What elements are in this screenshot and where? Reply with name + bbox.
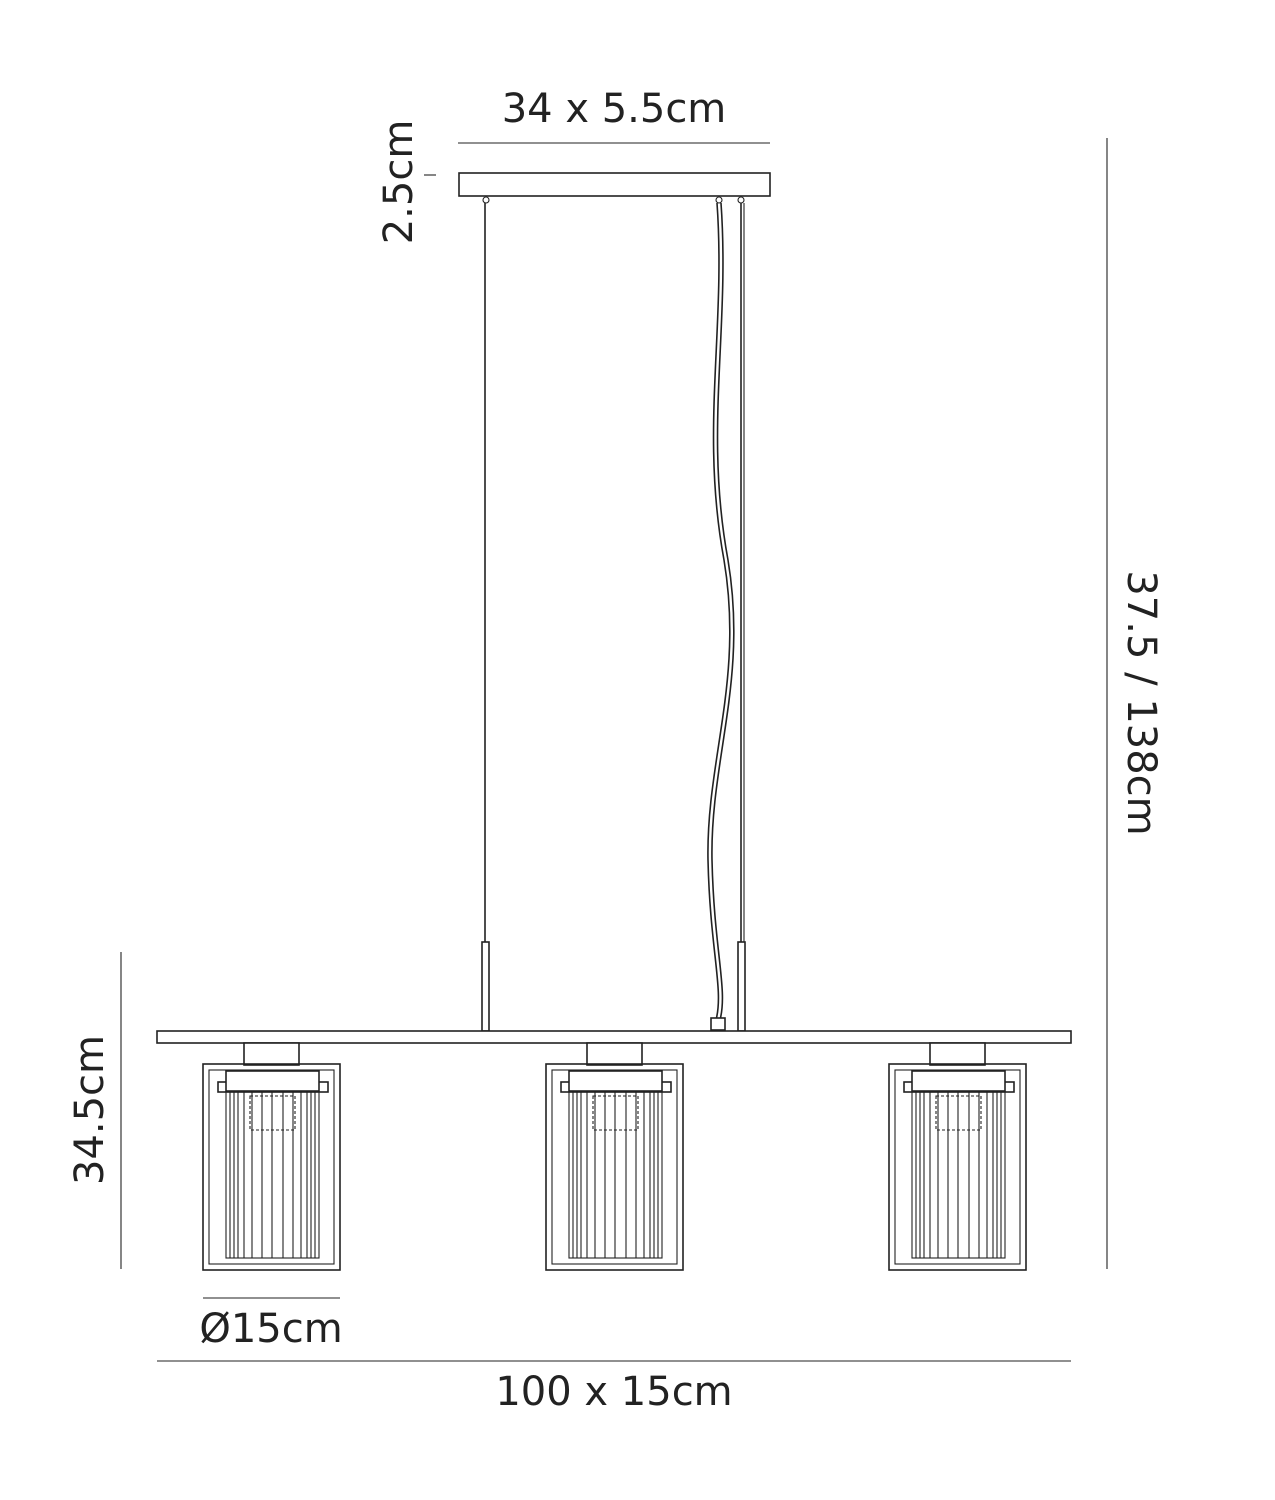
canopy-height-label: 2.5cm <box>376 120 422 245</box>
lamp-shade-2 <box>545 1042 684 1271</box>
power-cable <box>707 202 735 1031</box>
shade-diameter-label: Ø15cm <box>199 1306 342 1352</box>
fixture-height-label: 34.5cm <box>67 1035 113 1185</box>
fixture-height-dimension: 34.5cm <box>67 952 122 1269</box>
canopy-height-dimension: 2.5cm <box>376 120 436 245</box>
canopy-width-dimension: 34 x 5.5cm <box>458 86 770 144</box>
overall-drop-dimension: 37.5 / 138cm <box>1106 138 1164 1269</box>
bar-size-label: 100 x 15cm <box>495 1369 732 1415</box>
fixture-bar <box>156 1030 1072 1044</box>
canopy-size-label: 34 x 5.5cm <box>502 86 727 132</box>
bar-length-dimension: 100 x 15cm <box>157 1360 1071 1415</box>
overall-drop-label: 37.5 / 138cm <box>1118 570 1164 835</box>
ceiling-canopy <box>458 172 771 204</box>
lamp-shade-3 <box>888 1042 1027 1271</box>
lamp-shade-1 <box>202 1042 341 1271</box>
shade-diameter-dimension: Ø15cm <box>199 1297 343 1352</box>
suspension-wires <box>481 203 746 1032</box>
